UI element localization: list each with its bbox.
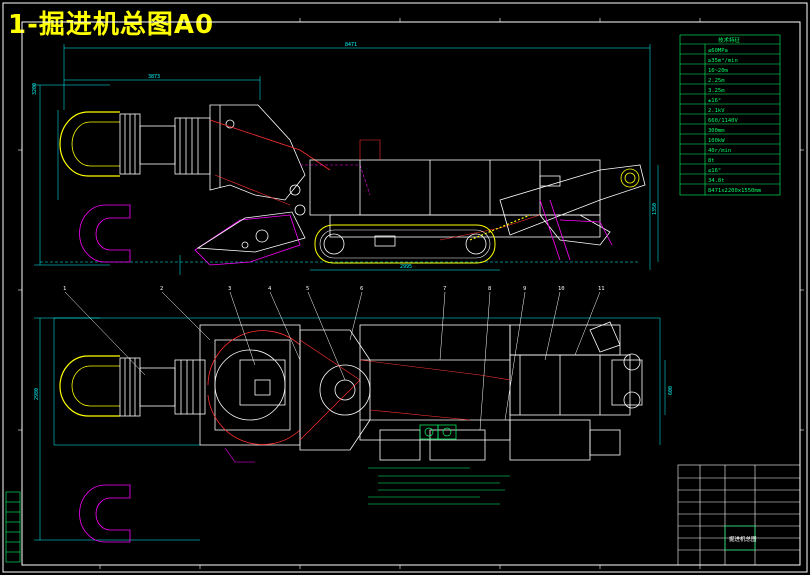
spec-value: 2.25m	[708, 78, 725, 84]
revision-strip	[5, 491, 21, 563]
top-cutter-head	[59, 355, 120, 417]
part-number-2: 2	[160, 286, 163, 292]
top-rear-conveyor	[589, 321, 643, 409]
part-number-labels: 1 2 3 4 5 6 7 8 9 10 11	[63, 286, 605, 292]
dim-track-width: 600	[668, 386, 674, 395]
drawing-title: 1-掘进机总图A0	[8, 10, 215, 40]
top-main-frame	[359, 324, 631, 461]
part-number-8: 8	[488, 286, 491, 292]
top-view: 2980 600	[34, 317, 674, 543]
part-number-11: 11	[598, 286, 605, 292]
dim-height: 3200	[32, 83, 38, 95]
part-number-3: 3	[228, 286, 231, 292]
top-cutter-swung	[79, 484, 131, 543]
dim-overall-length: 8471	[345, 42, 357, 48]
title-block	[677, 464, 801, 566]
technical-notes	[368, 467, 510, 505]
part-leaders	[64, 291, 601, 431]
spec-value: 8471x2200x1550mm	[708, 188, 762, 194]
side-cutting-arm	[209, 104, 306, 216]
part-number-7: 7	[443, 286, 446, 292]
top-turret	[199, 324, 301, 446]
title-block-name: 掘进机总图	[729, 535, 757, 543]
top-view-dims	[34, 317, 666, 541]
spec-value: 34.8t	[708, 178, 725, 184]
dim-cutter-reach: 3873	[148, 74, 160, 80]
part-number-5: 5	[306, 286, 309, 292]
spec-value: 8t	[708, 158, 715, 164]
dim-width: 2980	[34, 388, 40, 400]
spec-table-title: 技术特征	[718, 36, 741, 44]
dim-crawler-length: 2995	[400, 264, 412, 270]
side-crawler-track	[314, 224, 496, 264]
part-number-1: 1	[63, 286, 66, 292]
spec-value: ≥35m³/min	[708, 57, 738, 64]
side-loading-apron	[194, 214, 301, 266]
side-stabilizer	[539, 199, 571, 261]
spec-value: ≤16°	[708, 168, 721, 174]
part-number-6: 6	[360, 286, 363, 292]
dim-small: 1350	[652, 203, 658, 215]
spec-table-values: ≤60MPa ≥35m³/min 16~20m 2.25m 3.25m ±16° 2.1kV…	[708, 48, 762, 194]
spec-value: 660/1140V	[708, 118, 738, 124]
spec-value: 3.25m	[708, 88, 725, 94]
zone-ticks	[18, 18, 804, 569]
spec-value: 16~20m	[708, 68, 729, 74]
side-main-body	[309, 159, 601, 247]
top-loading-apron	[299, 329, 371, 451]
spec-value: 2.1kV	[708, 108, 725, 114]
top-hydraulic-block	[419, 424, 457, 440]
inner-frame	[21, 21, 801, 566]
part-number-9: 9	[523, 286, 526, 292]
side-rear-conveyor	[499, 164, 646, 246]
part-number-10: 10	[558, 286, 565, 292]
spec-value: ≤60MPa	[708, 48, 728, 54]
top-cutter-rings	[119, 357, 206, 417]
spec-value: 100kW	[708, 138, 725, 144]
part-number-4: 4	[268, 286, 272, 292]
spec-value: 300mm	[708, 128, 725, 134]
side-view: 8471 3873 2995 3200 1350	[32, 42, 659, 275]
side-cutter-head	[59, 111, 120, 177]
side-view-dims	[34, 44, 659, 275]
spec-value: ±16°	[708, 98, 721, 104]
spec-table	[679, 34, 781, 196]
spec-value: 40r/min	[708, 148, 731, 154]
side-cutter-rings	[119, 113, 211, 175]
side-cutter-lowered	[79, 204, 131, 263]
